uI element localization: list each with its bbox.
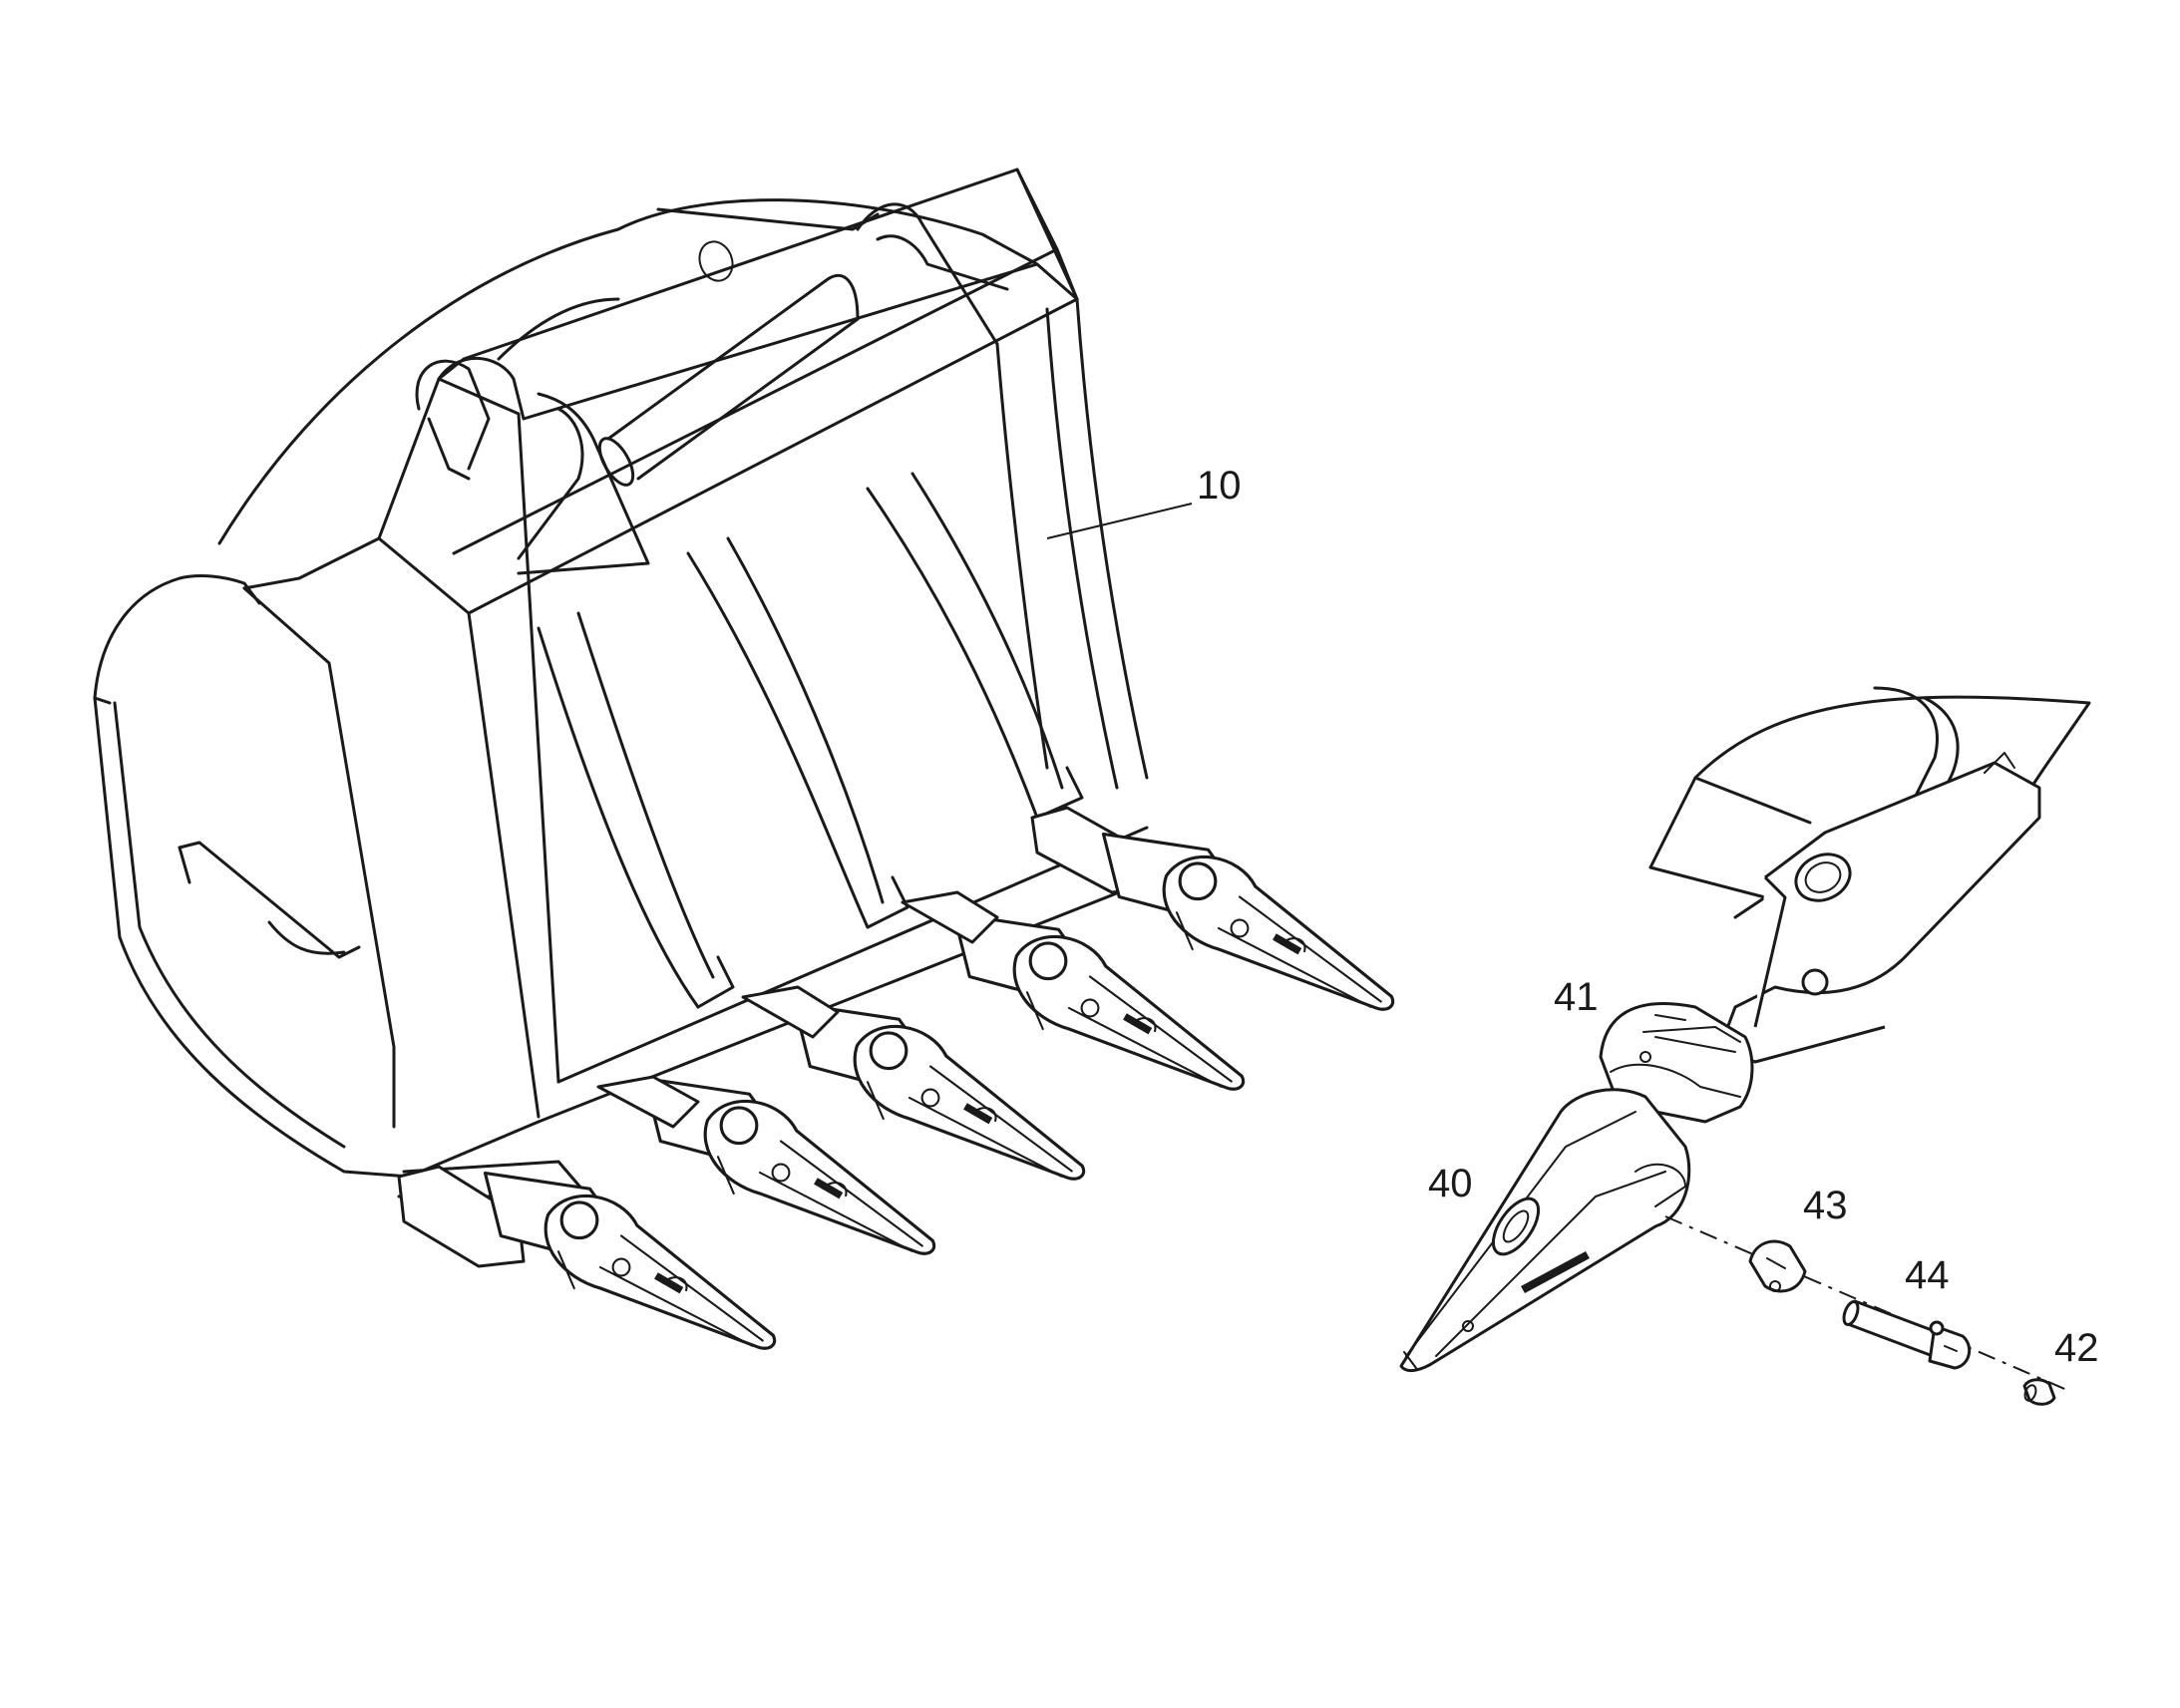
- lock-washer: [1748, 1239, 1807, 1293]
- bucket: [93, 168, 1159, 1268]
- callout-43: 43: [1803, 1184, 1848, 1227]
- callout-40: 40: [1428, 1162, 1473, 1205]
- callout-41: 41: [1554, 975, 1599, 1019]
- callout-44: 44: [1905, 1253, 1950, 1297]
- tooth-point: [1399, 1088, 1691, 1373]
- exploded-assembly: [1399, 686, 2091, 1406]
- callout-10: 10: [1197, 464, 1242, 508]
- callout-42: 42: [2054, 1326, 2099, 1370]
- leader-10: [1046, 503, 1193, 539]
- lock-pin: [1842, 1299, 1972, 1370]
- retainer-plug: [2022, 1378, 2056, 1406]
- bucket-teeth: [483, 832, 1395, 1350]
